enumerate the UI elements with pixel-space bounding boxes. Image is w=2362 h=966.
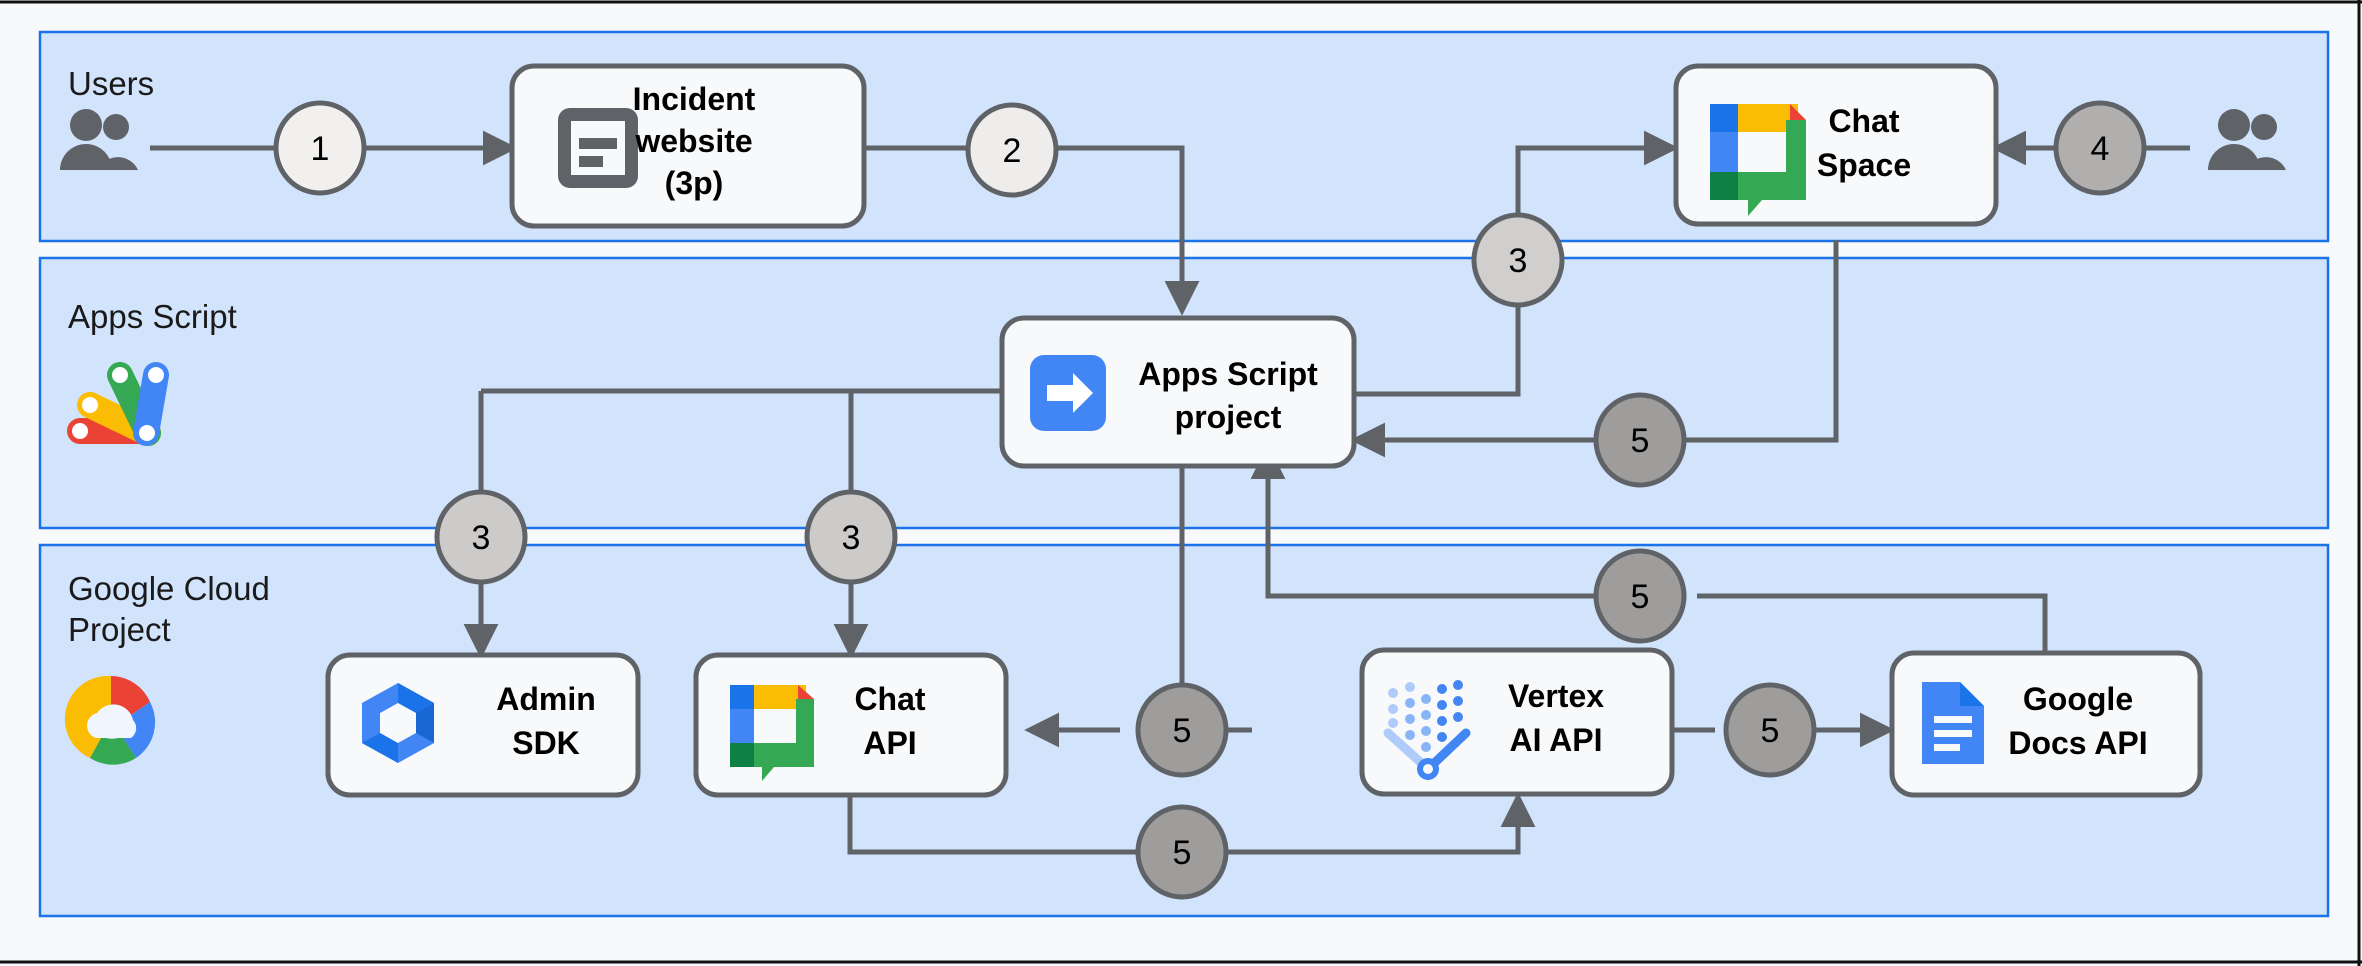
edge-chat-api-to-vertex-bottom-right (1216, 792, 1536, 855)
node-label-google-docs-api-line1: Google (2023, 681, 2133, 717)
google-cloud-logo-icon (64, 675, 156, 765)
edge-docs-to-script-left (1250, 444, 1631, 599)
badge-1-users-to-website: 1 (273, 100, 367, 196)
badge-5-chatspace-to-script: 5 (1593, 392, 1687, 488)
node-admin-sdk[interactable]: Admin SDK (325, 652, 641, 798)
badge-label-3-chatapi: 3 (842, 519, 861, 557)
article-icon (558, 108, 638, 188)
node-label-incident-website-line3: (3p) (665, 165, 724, 201)
vertex-ai-logo-icon (1383, 680, 1471, 780)
edge-chat-api-to-vertex-bottom-left (847, 790, 1147, 855)
node-label-vertex-ai-api-line1: Vertex (1508, 678, 1604, 714)
band-label-google-cloud-line1: Google Cloud (68, 570, 270, 607)
badge-label-5-chatspace: 5 (1631, 422, 1650, 460)
node-vertex-ai-api[interactable]: Vertex AI API (1359, 647, 1675, 797)
badge-5-chatapi-to-vertex: 5 (1135, 804, 1229, 900)
node-label-incident-website-line2: website (634, 123, 752, 159)
node-label-apps-script-project-line2: project (1175, 399, 1282, 435)
badge-label-5-docs: 5 (1631, 578, 1650, 616)
badge-label-2: 2 (1003, 132, 1022, 170)
google-chat-logo-icon (1710, 104, 1806, 216)
node-google-docs-api[interactable]: Google Docs API (1889, 650, 2203, 798)
admin-sdk-logo-icon (362, 683, 434, 763)
badge-label-3-adminsdk: 3 (472, 519, 491, 557)
node-incident-website[interactable]: Incident website (3p) (509, 63, 867, 229)
badge-label-3-chatspace: 3 (1509, 242, 1528, 280)
node-chat-api[interactable]: Chat API (693, 652, 1009, 798)
people-icon (2208, 109, 2286, 170)
badge-3-script-to-chatspace: 3 (1471, 212, 1565, 308)
band-label-apps-script: Apps Script (68, 298, 237, 335)
band-label-google-cloud-line2: Project (68, 611, 171, 648)
node-chat-space[interactable]: Chat Space (1673, 63, 1999, 227)
apps-script-project-icon (1030, 355, 1106, 431)
badge-5-script-to-chatapi: 5 (1135, 682, 1229, 778)
node-label-chat-space-line1: Chat (1828, 103, 1899, 139)
node-label-vertex-ai-api-line2: AI API (1509, 722, 1602, 758)
badge-3-script-to-adminsdk: 3 (434, 489, 528, 585)
people-icon (60, 109, 138, 170)
google-chat-logo-icon (730, 685, 814, 781)
apps-script-logo-icon (67, 362, 169, 446)
badge-label-1: 1 (311, 130, 330, 168)
node-label-chat-space-line2: Space (1817, 147, 1911, 183)
edge-chat-space-return-top (1686, 240, 1839, 443)
node-label-incident-website-line1: Incident (633, 81, 756, 117)
badge-label-5-bottom: 5 (1173, 834, 1192, 872)
badge-label-5-vertex: 5 (1761, 712, 1780, 750)
badge-5-docs-to-script: 5 (1593, 548, 1687, 644)
badge-2-website-to-script: 2 (965, 102, 1059, 198)
badge-3-script-to-chatapi: 3 (804, 489, 898, 585)
node-label-google-docs-api-line2: Docs API (2008, 725, 2147, 761)
node-label-chat-api-line1: Chat (854, 681, 925, 717)
node-label-apps-script-project-line1: Apps Script (1138, 356, 1318, 392)
google-docs-logo-icon (1922, 682, 1984, 764)
badge-5-vertex-to-docs: 5 (1723, 682, 1817, 778)
node-label-chat-api-line2: API (863, 725, 916, 761)
edge-docs-to-script-right (1697, 593, 2048, 660)
band-label-users: Users (68, 65, 154, 102)
node-label-admin-sdk-line2: SDK (512, 725, 580, 761)
badge-4-chatspace-to-users: 4 (2053, 100, 2147, 196)
badge-label-4: 4 (2091, 130, 2110, 168)
badge-label-5-chatapi: 5 (1173, 712, 1192, 750)
node-apps-script-project[interactable]: Apps Script project (999, 315, 1357, 469)
node-label-admin-sdk-line1: Admin (496, 681, 596, 717)
